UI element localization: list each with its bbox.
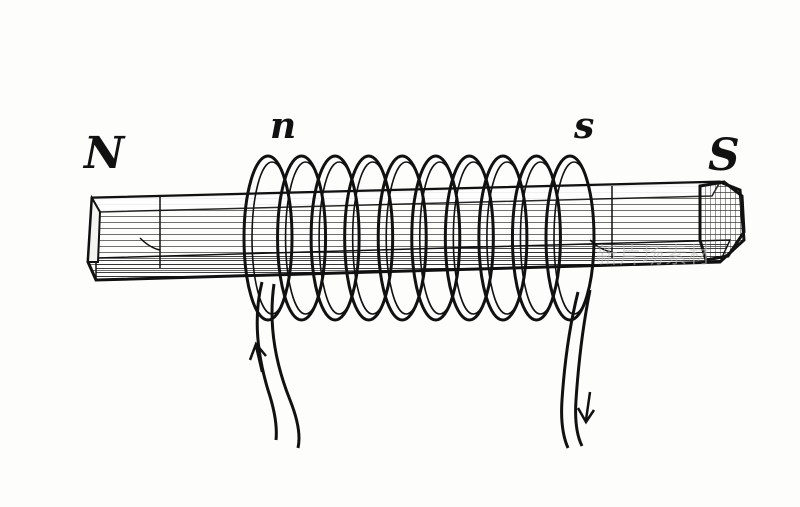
lead-wire-out <box>560 289 592 449</box>
coil-turn-inner <box>486 161 528 315</box>
coil-turn-inner <box>519 161 562 315</box>
coil-turn-inner <box>452 161 495 315</box>
label-coil-south: s <box>574 105 595 147</box>
lead-wire-in <box>255 281 301 449</box>
coil-turn-inner <box>418 161 461 315</box>
arrow-down-icon <box>576 391 596 425</box>
watermark: 新片场素材 <box>596 244 712 269</box>
coil-turn-inner <box>318 161 360 315</box>
coil-turn-inner <box>284 161 327 315</box>
label-north-bar-end: N <box>84 128 125 179</box>
coil-turn-inner <box>351 161 394 315</box>
coil-turn-inner <box>385 161 428 315</box>
wire-coil <box>242 154 596 322</box>
arrow-up-icon <box>248 341 267 373</box>
label-south-bar-end: S <box>708 130 740 181</box>
label-coil-north: n <box>270 105 297 147</box>
